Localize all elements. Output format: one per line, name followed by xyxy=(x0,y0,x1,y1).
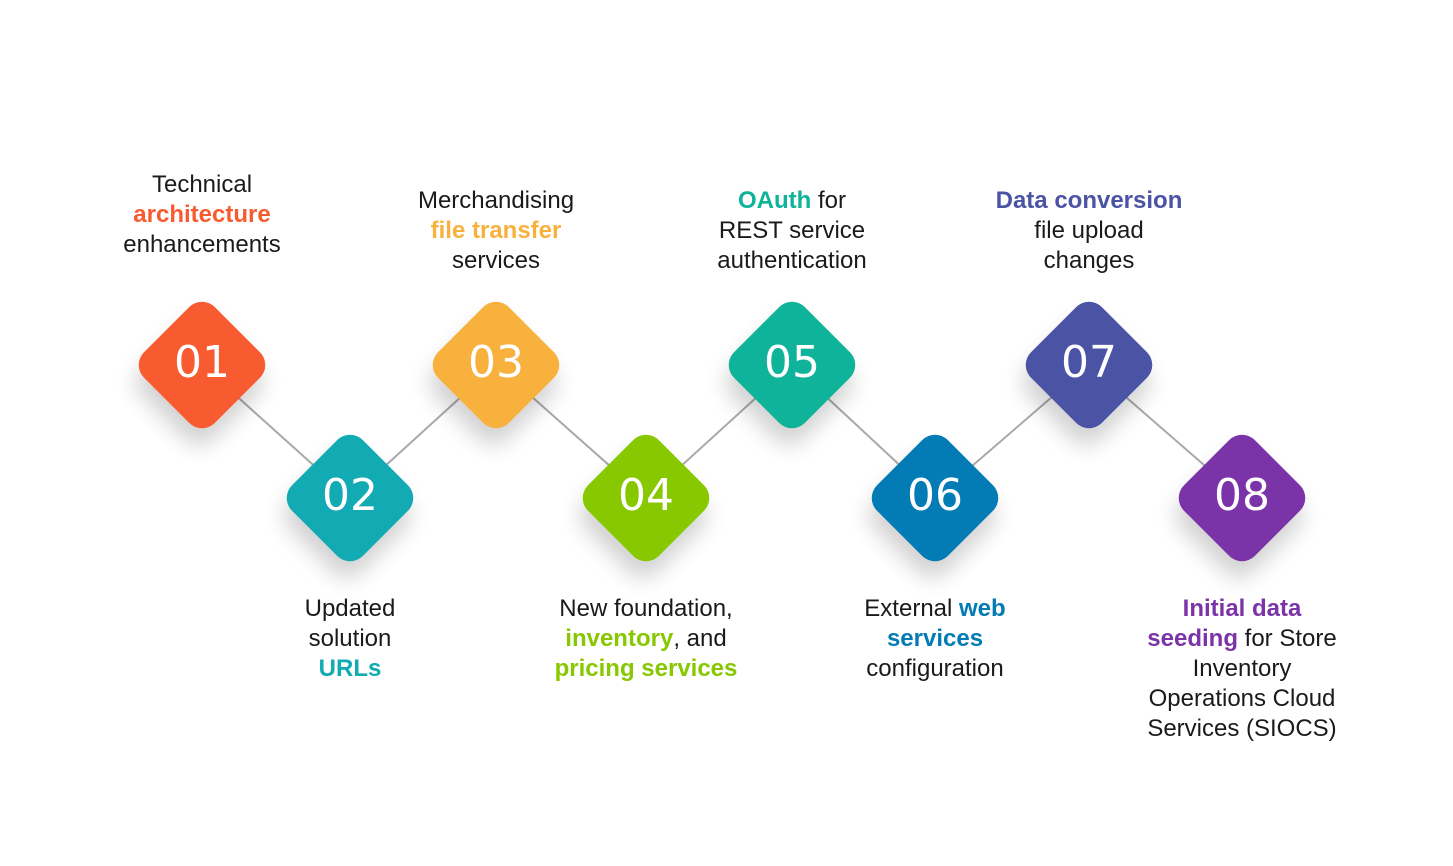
label-text: Inventory xyxy=(1192,655,1292,682)
highlighted-text: URLs xyxy=(318,655,382,682)
label-line: Data conversion xyxy=(949,186,1229,216)
label-line: Updated xyxy=(210,594,490,624)
label-line: External web xyxy=(795,594,1075,624)
step-number: 03 xyxy=(468,337,524,388)
label-line: Initial data xyxy=(1102,594,1382,624)
highlighted-text: file transfer xyxy=(430,217,562,244)
label-line: New foundation, xyxy=(506,594,786,624)
highlighted-text: services xyxy=(886,625,984,652)
label-line: services xyxy=(356,246,636,276)
label-text: Merchandising xyxy=(417,187,575,214)
label-text: New foundation, xyxy=(559,595,733,622)
label-text: Technical xyxy=(151,171,253,198)
label-line: REST service xyxy=(652,216,932,246)
label-text: enhancements xyxy=(123,231,281,258)
label-line: architecture xyxy=(62,200,342,230)
label-text: Operations Cloud xyxy=(1148,685,1336,712)
label-line: pricing services xyxy=(506,654,786,684)
label-line: Inventory xyxy=(1102,654,1382,684)
highlighted-text: architecture xyxy=(133,201,271,228)
label-line: file transfer xyxy=(356,216,636,246)
label-line: seeding for Store xyxy=(1102,624,1382,654)
label-line: URLs xyxy=(210,654,490,684)
label-text: authentication xyxy=(717,247,867,274)
label-text: , and xyxy=(673,625,727,652)
highlighted-text: Initial data xyxy=(1182,595,1302,622)
label-text: services xyxy=(451,247,541,274)
label-text: configuration xyxy=(866,655,1004,682)
label-line: changes xyxy=(949,246,1229,276)
label-line: Technical xyxy=(62,170,342,200)
label-line: configuration xyxy=(795,654,1075,684)
step-number: 02 xyxy=(322,470,378,521)
step-07-label: Data conversion file upload changes xyxy=(949,186,1229,276)
highlighted-text: Data conversion xyxy=(995,187,1183,214)
label-text: for Store xyxy=(1237,625,1337,652)
step-number: 01 xyxy=(174,337,230,388)
label-text: Services (SIOCS) xyxy=(1147,715,1337,742)
step-number: 08 xyxy=(1214,470,1270,521)
label-text: for xyxy=(811,187,846,214)
step-number: 07 xyxy=(1061,337,1117,388)
label-line: solution xyxy=(210,624,490,654)
label-line: file upload xyxy=(949,216,1229,246)
step-01-label: Technical architecture enhancements xyxy=(62,170,342,260)
label-text: Updated xyxy=(304,595,396,622)
step-number: 05 xyxy=(764,337,820,388)
highlighted-text: inventory xyxy=(565,625,674,652)
step-number: 06 xyxy=(907,470,963,521)
label-line: OAuth for xyxy=(652,186,932,216)
label-line: services xyxy=(795,624,1075,654)
label-line: Merchandising xyxy=(356,186,636,216)
label-text: External xyxy=(864,595,960,622)
highlighted-text: seeding xyxy=(1147,625,1238,652)
label-line: inventory, and xyxy=(506,624,786,654)
highlighted-text: pricing services xyxy=(554,655,738,682)
step-number: 04 xyxy=(618,470,674,521)
highlighted-text: OAuth xyxy=(738,187,812,214)
label-line: authentication xyxy=(652,246,932,276)
step-03-label: Merchandising file transfer services xyxy=(356,186,636,276)
label-line: Services (SIOCS) xyxy=(1102,714,1382,744)
label-line: enhancements xyxy=(62,230,342,260)
label-text: changes xyxy=(1043,247,1135,274)
label-text: REST service xyxy=(718,217,866,244)
label-text: file upload xyxy=(1034,217,1144,244)
highlighted-text: web xyxy=(959,595,1006,622)
label-text: solution xyxy=(308,625,392,652)
label-line: Operations Cloud xyxy=(1102,684,1382,714)
